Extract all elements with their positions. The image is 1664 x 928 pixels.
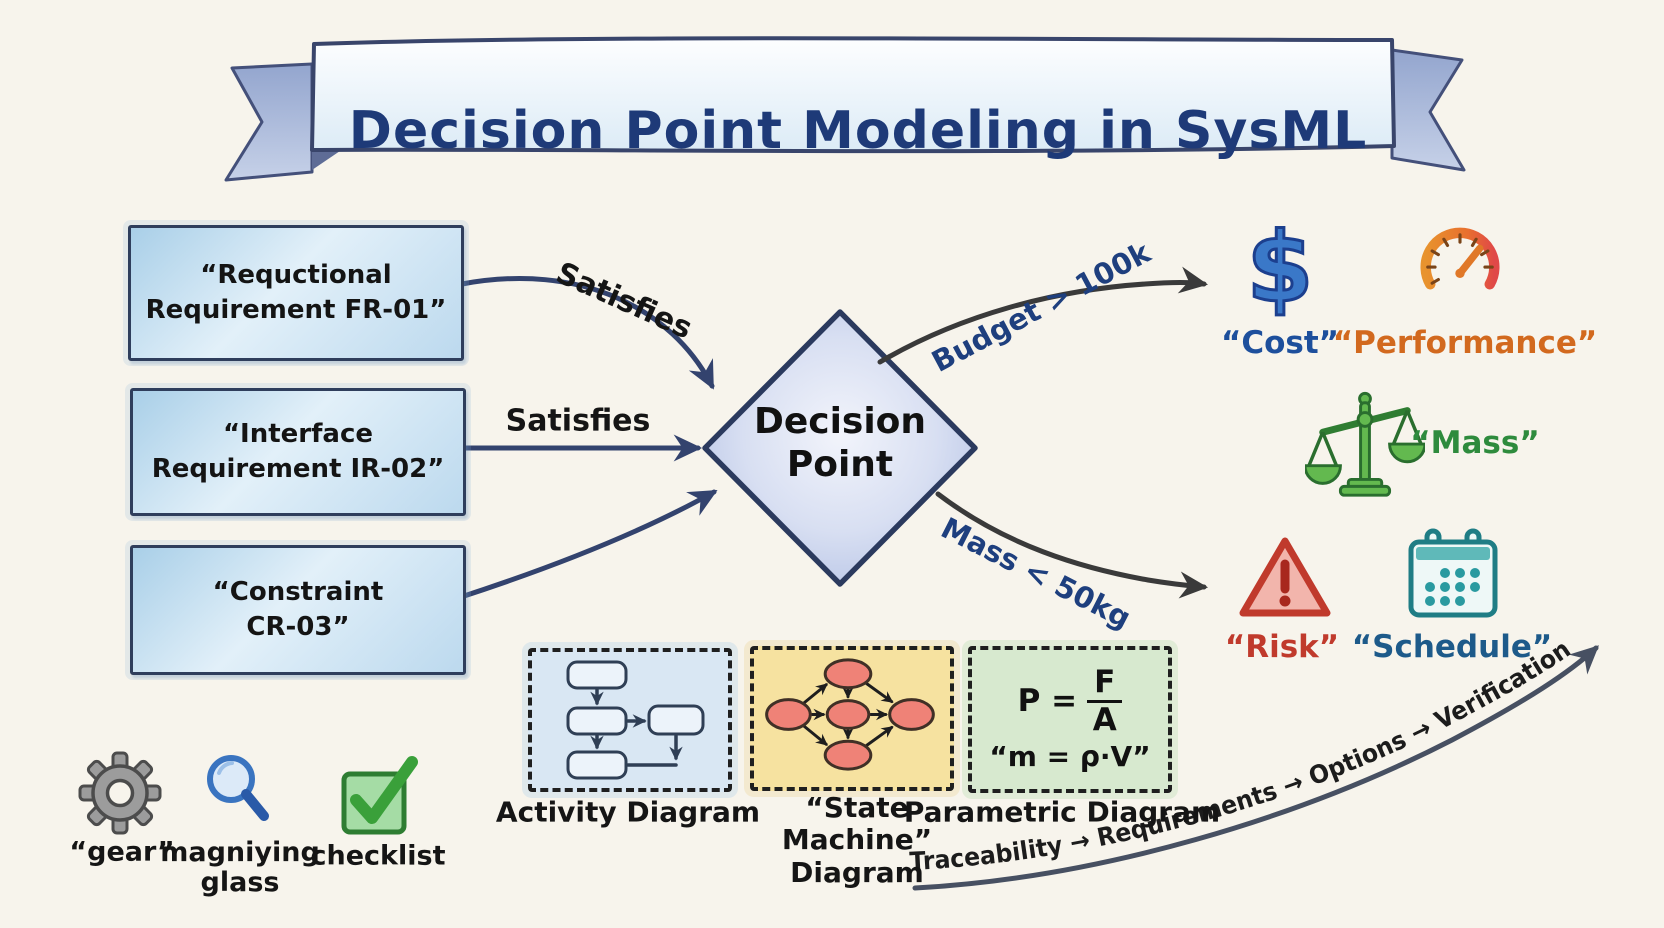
title-banner-ribbon xyxy=(224,36,1466,182)
activity-diagram-box xyxy=(528,648,732,792)
activity-diagram-label: Activity Diagram xyxy=(495,795,761,829)
decision-diamond xyxy=(702,309,978,587)
satisfies-arrow-top xyxy=(459,276,715,390)
checklist-icon xyxy=(341,756,418,835)
speedometer-gauge-icon xyxy=(1420,227,1500,290)
warning-triangle-icon xyxy=(1239,537,1331,617)
mass-formula: “m = ρ·V” xyxy=(989,740,1151,774)
state-machine-diagram-label: “State Machine” Diagram xyxy=(781,791,933,889)
dollar-sign-icon: $ xyxy=(1245,212,1315,324)
ribbon-band xyxy=(310,36,1396,154)
requirement-line: Requirement FR-01” xyxy=(145,295,447,325)
performance-label: “Performance” xyxy=(1332,325,1598,361)
requirement-line: Requirement IR-02” xyxy=(151,454,445,484)
requirement-line: “Interface xyxy=(222,418,374,449)
parametric-formulas: P = F A “m = ρ·V” xyxy=(972,650,1168,789)
requirement-box-cr03: “Constraint CR-03” xyxy=(130,545,466,675)
magnifying-glass-label: magniying glass xyxy=(160,837,320,898)
ribbon-left-fold xyxy=(312,150,340,170)
budget-arrow xyxy=(877,266,1209,365)
gear-icon xyxy=(78,751,162,835)
pressure-formula: P = F A xyxy=(1018,666,1123,736)
ribbon-right-tail xyxy=(1390,48,1466,172)
parametric-diagram-label: Parametric Diagram xyxy=(903,795,1221,829)
gear-label: “gear” xyxy=(69,836,175,868)
decision-point-label: Decision Point xyxy=(753,401,927,486)
page-title: Decision Point Modeling in SysML xyxy=(348,100,1368,161)
satisfies-label-mid: Satisfies xyxy=(505,403,651,439)
requirement-line: “Requctional xyxy=(200,259,392,290)
parametric-diagram-box: P = F A “m = ρ·V” xyxy=(968,646,1172,793)
schedule-label: “Schedule” xyxy=(1351,629,1553,665)
ribbon-left-tail xyxy=(224,62,314,182)
checklist-label: checklist xyxy=(310,840,446,872)
risk-label: “Risk” xyxy=(1224,629,1340,665)
traceability-arrow xyxy=(912,645,1599,891)
cost-label: “Cost” xyxy=(1220,325,1340,361)
state-machine-mini-graph xyxy=(765,658,935,771)
magnifying-glass-icon xyxy=(207,755,269,821)
calendar-icon xyxy=(1408,528,1498,618)
activity-mini-flowchart xyxy=(566,660,705,780)
state-machine-diagram-box xyxy=(750,646,954,791)
mass-arrow xyxy=(935,491,1209,599)
mass-label: “Mass” xyxy=(1410,425,1540,461)
requirement-box-ir02: “Interface Requirement IR-02” xyxy=(130,388,466,516)
balance-scale-icon xyxy=(1305,391,1425,497)
satisfies-arrow-bottom xyxy=(455,489,718,601)
requirement-line: “Constraint xyxy=(212,576,384,607)
requirement-box-fr01: “Requctional Requirement FR-01” xyxy=(128,225,464,361)
requirement-line: CR-03” xyxy=(246,612,350,642)
